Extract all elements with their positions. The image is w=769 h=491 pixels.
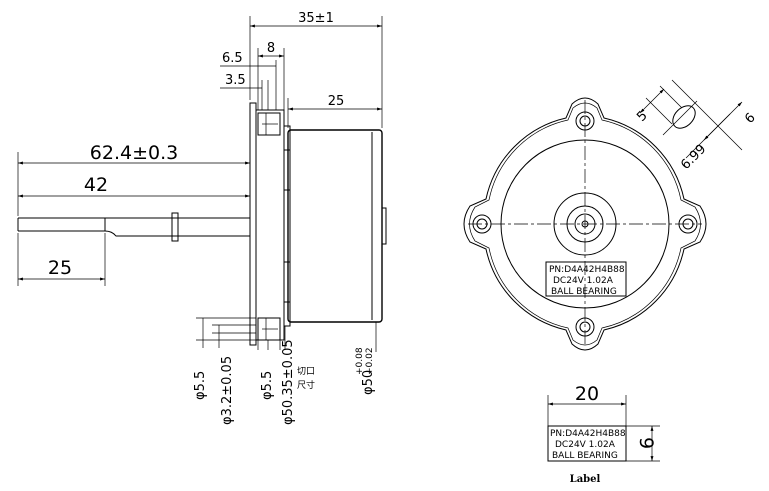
front-label-line1: PN:D4A42H4B88 [549,265,625,275]
mounting-holes [472,111,698,337]
dim-25-body-text: 25 [328,94,345,109]
label-detail-line2: DC24V 1.02A [555,440,616,450]
flange-outline [463,97,707,351]
dim-35-text: 35±1 [298,11,334,26]
dim-25-shaft-text: 25 [48,257,72,279]
hub-outer-circle [553,192,617,256]
cut-note-2: 尺寸 [297,379,315,391]
cut-note-1: 切口 [297,366,315,377]
mounting-flange [249,102,285,346]
dia-50-text: φ50 [361,370,376,395]
dia-3-2-text: φ3.2±0.05 [220,356,235,425]
dim-shaft-42: 42 [18,174,250,198]
dia-5-5-a-text: φ5.5 [193,371,208,400]
motor-body-circle [500,139,670,309]
dim-6-99-text: 6.99 [678,142,709,173]
hub-middle-circle [566,205,604,243]
front-label-line2: DC24V 1.02A [553,276,614,286]
dim-42-text: 42 [84,174,108,196]
dim-overall-length: 35±1 [249,11,383,128]
dim-bottom-extensions [196,317,377,352]
front-view: PN:D4A42H4B88 DC24V 1.02A BALL BEARING 5… [463,79,759,351]
dim-3-5-text: 3.5 [225,73,246,88]
motor-body [283,125,387,327]
slot-detail: 5 6 6.99 [634,79,759,173]
dia-50-35-text: φ50.35±0.05 [281,339,296,425]
dim-8-text: 8 [267,41,275,56]
label-caption: Label [570,474,601,485]
shaft-circle [581,220,589,228]
tol-lower-text: +0.02 [365,347,375,375]
dim-5-text: 5 [634,108,650,124]
front-label-box: PN:D4A42H4B88 DC24V 1.02A BALL BEARING [545,261,627,297]
dim-shaft-25: 25 [17,233,106,286]
dia-5-5-b-text: φ5.5 [260,371,275,400]
dim-8: 8 [257,41,285,126]
dim-6-5: 6.5 [220,51,277,110]
hub-inner-circle [574,213,596,235]
label-detail-line3: BALL BEARING [552,451,618,461]
label-detail: 20 PN:D4A42H4B88 DC24V 1.02A BALL BEARIN… [547,383,660,485]
label-detail-line1: PN:D4A42H4B88 [550,429,626,439]
label-width-text: 20 [575,383,599,405]
dim-shaft-total: 62.4±0.3 [17,142,250,216]
dim-6-5-text: 6.5 [222,51,243,66]
shaft [17,212,250,242]
dim-62-4-text: 62.4±0.3 [90,142,178,164]
tol-upper-text: +0.08 [355,347,365,375]
side-view: 35±1 8 6.5 3.5 25 62.4±0.3 [17,11,387,425]
front-label-line3: BALL BEARING [551,287,617,297]
dim-25-body: 25 [287,94,382,128]
dim-6-text: 6 [742,110,758,126]
label-height-text: 9 [635,437,657,449]
dim-3-5: 3.5 [220,73,269,110]
